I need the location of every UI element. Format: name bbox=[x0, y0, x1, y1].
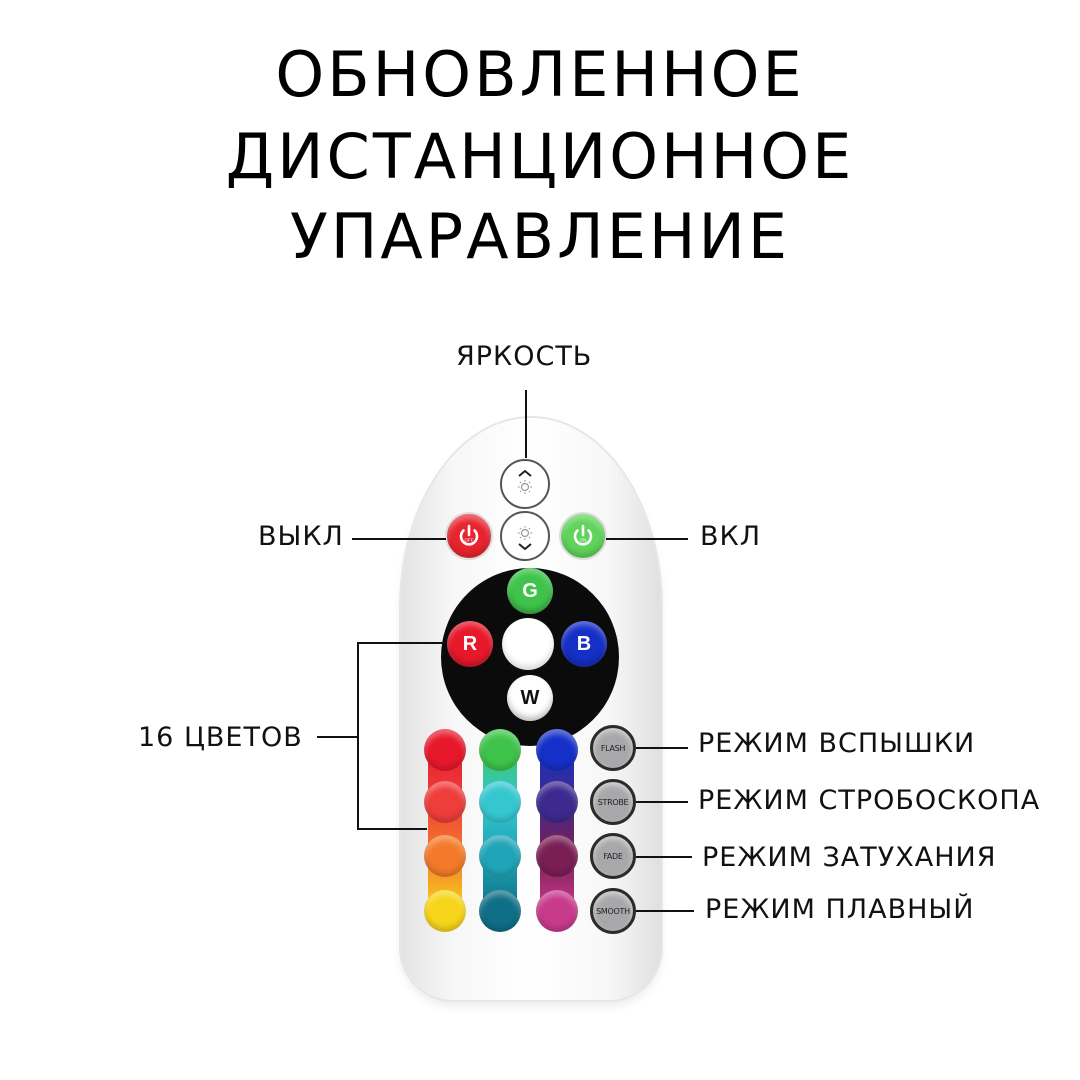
power-on-button[interactable]: ON bbox=[559, 512, 607, 560]
blue-button[interactable]: B bbox=[561, 621, 607, 667]
on-label: ВКЛ bbox=[700, 521, 761, 552]
red-button[interactable]: R bbox=[447, 621, 493, 667]
off-leader bbox=[352, 538, 446, 540]
power-off-button[interactable]: OFF bbox=[445, 512, 493, 560]
colors16-bracket-stub bbox=[317, 736, 357, 738]
white-center-button[interactable] bbox=[502, 618, 554, 670]
brightness-label: ЯРКОСТЬ bbox=[456, 341, 593, 372]
colors16-label: 16 ЦВЕТОВ bbox=[138, 722, 303, 753]
color-button[interactable] bbox=[424, 835, 466, 877]
colors16-bracket-top bbox=[357, 642, 445, 644]
smooth-leader bbox=[636, 910, 694, 912]
colors16-bracket-vertical bbox=[357, 642, 359, 830]
color-button[interactable] bbox=[536, 781, 578, 823]
color-button[interactable] bbox=[479, 835, 521, 877]
white-button[interactable]: W bbox=[507, 675, 553, 721]
brightness-down-icon bbox=[518, 526, 532, 551]
brightness-up-icon bbox=[518, 469, 532, 494]
green-button[interactable]: G bbox=[507, 568, 553, 614]
strobe-button[interactable]: STROBE bbox=[590, 779, 636, 825]
flash-leader bbox=[636, 747, 688, 749]
brightness-down-button[interactable] bbox=[500, 511, 550, 561]
fade-mode-label: РЕЖИМ ЗАТУХАНИЯ bbox=[702, 842, 997, 873]
power-icon: OFF bbox=[459, 524, 479, 546]
title-line-2: ДИСТАНЦИОННОЕ bbox=[225, 120, 855, 193]
color-button[interactable] bbox=[424, 781, 466, 823]
color-button[interactable] bbox=[479, 890, 521, 932]
brightness-leader bbox=[525, 390, 527, 458]
fade-button[interactable]: FADE bbox=[590, 833, 636, 879]
color-button[interactable] bbox=[424, 729, 466, 771]
fade-leader bbox=[636, 856, 692, 858]
colors16-bracket-bottom bbox=[357, 828, 427, 830]
smooth-button[interactable]: SMOOTH bbox=[590, 888, 636, 934]
color-button[interactable] bbox=[479, 781, 521, 823]
color-button[interactable] bbox=[479, 729, 521, 771]
flash-button[interactable]: FLASH bbox=[590, 725, 636, 771]
power-on-text: ON bbox=[580, 538, 587, 543]
color-button[interactable] bbox=[536, 729, 578, 771]
flash-mode-label: РЕЖИМ ВСПЫШКИ bbox=[698, 728, 976, 759]
strobe-leader bbox=[636, 801, 688, 803]
color-button[interactable] bbox=[536, 890, 578, 932]
color-button[interactable] bbox=[424, 890, 466, 932]
color-button[interactable] bbox=[536, 835, 578, 877]
brightness-up-button[interactable] bbox=[500, 459, 550, 509]
power-icon: ON bbox=[573, 524, 593, 546]
smooth-mode-label: РЕЖИМ ПЛАВНЫЙ bbox=[705, 894, 975, 925]
title-line-1: ОБНОВЛЕННОЕ bbox=[275, 38, 805, 111]
title-line-3: УПАРАВЛЕНИЕ bbox=[289, 200, 791, 273]
off-label: ВЫКЛ bbox=[258, 521, 344, 552]
on-leader bbox=[606, 538, 688, 540]
strobe-mode-label: РЕЖИМ СТРОБОСКОПА bbox=[698, 785, 1041, 816]
power-off-text: OFF bbox=[465, 538, 474, 543]
